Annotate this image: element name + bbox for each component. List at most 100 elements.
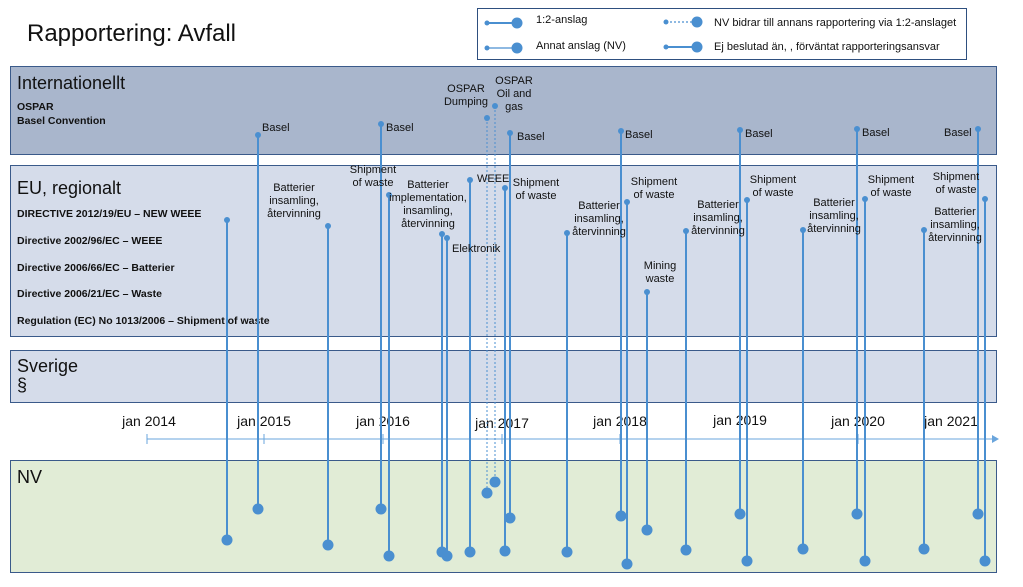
label-basel-2020: Basel: [862, 127, 890, 139]
event-ship-2017: [499, 185, 511, 557]
event-batt-2015a: [221, 217, 233, 546]
event-start-dot-batt-2015a: [224, 217, 230, 223]
label-ship-2017: Shipment of waste: [512, 177, 560, 202]
event-end-dot-ship-2018: [621, 558, 633, 570]
event-basel-2015: [252, 132, 264, 515]
event-batt-2015b: [322, 223, 334, 551]
event-basel-2019: [734, 127, 746, 520]
legend-label-3: NV bidrar till annans rapportering via 1…: [714, 17, 957, 29]
lane-sverige: Sverige §: [10, 350, 997, 403]
lane-eu-regionalt: EU, regionalt DIRECTIVE 2012/19/EU – NEW…: [10, 165, 997, 337]
event-ospar-dump: [481, 115, 493, 499]
event-basel-2020: [851, 126, 863, 520]
event-ship-2018: [621, 199, 633, 570]
event-basel-2018: [615, 128, 627, 522]
event-end-dot-basel-2015: [252, 503, 264, 515]
event-mining-2018: [641, 289, 653, 536]
event-end-dot-ship-2020: [859, 555, 871, 567]
event-weee-2016: [464, 177, 476, 558]
event-end-dot-weee-2016: [464, 546, 476, 558]
event-end-dot-basel-2021: [972, 508, 984, 520]
eu-item-batterier: Directive 2006/66/EC – Batterier: [17, 262, 175, 274]
event-start-dot-basel-2018: [618, 128, 624, 134]
lane-title-eu: EU, regionalt: [17, 178, 122, 198]
eu-item-new-weee: DIRECTIVE 2012/19/EU – NEW WEEE: [17, 208, 202, 220]
event-end-dot-ospar-oil: [489, 476, 501, 488]
event-start-dot-ship-2016: [386, 192, 392, 198]
event-end-dot-basel-2019: [734, 508, 746, 520]
event-batt-2017: [561, 230, 573, 558]
label-basel-2017: Basel: [517, 131, 545, 143]
event-end-dot-basel-2020: [851, 508, 863, 520]
events-layer: [221, 103, 991, 570]
event-start-dot-basel-2021: [975, 126, 981, 132]
lane-sverige-paragraph: §: [17, 375, 28, 395]
event-start-dot-basel-2020: [854, 126, 860, 132]
event-start-dot-batt-2019: [800, 227, 806, 233]
label-ship-2016: Shipment of waste: [349, 164, 397, 189]
eu-item-waste: Directive 2006/21/EC – Waste: [17, 288, 162, 300]
label-batt-2017: Batterier insamling, återvinning: [572, 200, 626, 238]
label-ship-2020: Shipment of waste: [867, 174, 915, 199]
year-2014: jan 2014: [122, 413, 176, 429]
event-start-dot-batt-2017: [564, 230, 570, 236]
event-ship-2019: [741, 197, 753, 567]
event-start-dot-batt-2015b: [325, 223, 331, 229]
label-basel-2018: Basel: [625, 129, 653, 141]
label-elek-2016: Elektronik: [452, 243, 501, 255]
lane-title-internationellt: Internationellt: [17, 73, 126, 93]
label-basel-2015: Basel: [262, 122, 290, 134]
event-start-dot-basel-2017: [507, 130, 513, 136]
legend-symbols: [484, 16, 703, 54]
lane-title-sverige: Sverige: [17, 356, 79, 376]
event-end-dot-batt-2020: [918, 543, 930, 555]
event-end-dot-basel-2018: [615, 510, 627, 522]
int-item-basel: Basel Convention: [17, 115, 106, 127]
event-start-dot-mining-2018: [644, 289, 650, 295]
page-title: Rapportering: Avfall: [27, 20, 237, 47]
event-start-dot-batt-2016a: [439, 231, 445, 237]
timeline-axis: [146, 434, 999, 444]
label-batt-2018: Batterier insamling, återvinning: [691, 199, 745, 237]
label-ship-2018: Shipment of waste: [630, 176, 678, 201]
event-end-dot-elek-2016: [441, 550, 453, 562]
event-end-dot-basel-2016: [375, 503, 387, 515]
event-batt-2018: [680, 228, 692, 556]
label-batt-2016: Batterier implementation, insamling, åte…: [389, 179, 467, 230]
event-end-dot-ship-2016: [383, 550, 395, 562]
event-start-dot-batt-2020: [921, 227, 927, 233]
event-batt-2016a: [436, 231, 448, 558]
event-end-dot-mining-2018: [641, 524, 653, 536]
label-weee-2016: WEEE: [477, 173, 510, 185]
event-ship-2020: [859, 196, 871, 567]
event-end-dot-ospar-dump: [481, 487, 493, 499]
legend-box: 1:2-anslag Annat anslag (NV) NV bidrar t…: [477, 8, 967, 60]
event-batt-2020: [918, 227, 930, 555]
event-start-dot-ospar-dump: [484, 115, 490, 121]
event-start-dot-ship-2021: [982, 196, 988, 202]
lane-internationellt: Internationellt OSPAR Basel Convention: [10, 66, 997, 155]
event-start-dot-ship-2018: [624, 199, 630, 205]
label-batt-2015: Batterier insamling, återvinning: [267, 182, 321, 220]
label-mining-2018: Mining waste: [643, 260, 677, 285]
year-2016: jan 2016: [356, 413, 410, 429]
event-start-dot-ship-2020: [862, 196, 868, 202]
event-end-dot-batt-2019: [797, 543, 809, 555]
event-end-dot-batt-2015a: [221, 534, 233, 546]
eu-item-weee: Directive 2002/96/EC – WEEE: [17, 235, 163, 247]
year-2021: jan 2021: [924, 413, 978, 429]
event-start-dot-elek-2016: [444, 235, 450, 241]
event-basel-2016: [375, 121, 387, 515]
event-elek-2016: [441, 235, 453, 562]
label-ospar-dumping: OSPAR Dumping: [443, 83, 489, 108]
event-end-dot-batt-2017: [561, 546, 573, 558]
event-end-dot-ship-2021: [979, 555, 991, 567]
event-ship-2021: [979, 196, 991, 567]
label-basel-2021: Basel: [944, 127, 972, 139]
event-start-dot-weee-2016: [467, 177, 473, 183]
label-ospar-oil: OSPAR Oil and gas: [495, 75, 533, 113]
label-batt-2020: Batterier insamling, återvinning: [928, 206, 982, 244]
event-start-dot-ship-2017: [502, 185, 508, 191]
event-ospar-oil: [489, 103, 501, 488]
event-start-dot-ospar-oil: [492, 103, 498, 109]
